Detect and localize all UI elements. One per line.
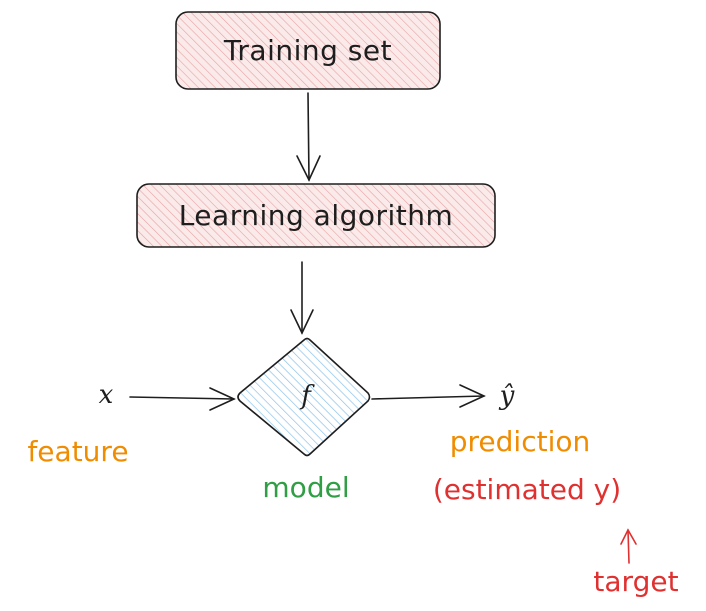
learning-algorithm-box bbox=[136, 183, 496, 248]
training-set-label: Training set bbox=[223, 34, 392, 67]
feature-annotation: feature bbox=[27, 435, 128, 468]
arrow-target-to-y bbox=[620, 528, 637, 564]
arrow-input-to-model bbox=[129, 387, 236, 411]
learning-algorithm-label: Learning algorithm bbox=[179, 199, 454, 232]
arrow-training-to-learning bbox=[296, 92, 321, 182]
target-annotation: target bbox=[593, 565, 678, 598]
prediction-annotation: prediction bbox=[450, 425, 590, 458]
arrow-model-to-output bbox=[371, 384, 486, 408]
estimated-y-annotation: (estimated y) bbox=[433, 473, 621, 506]
output-symbol: ŷ bbox=[499, 381, 515, 411]
training-set-box bbox=[175, 11, 441, 90]
model-annotation: model bbox=[262, 471, 349, 504]
model-diamond bbox=[237, 337, 371, 457]
model-node: f bbox=[237, 337, 371, 457]
training-set-node: Training set bbox=[175, 11, 441, 90]
input-symbol: x bbox=[99, 380, 114, 410]
arrow-learning-to-model bbox=[290, 261, 314, 335]
learning-algorithm-node: Learning algorithm bbox=[136, 183, 496, 248]
